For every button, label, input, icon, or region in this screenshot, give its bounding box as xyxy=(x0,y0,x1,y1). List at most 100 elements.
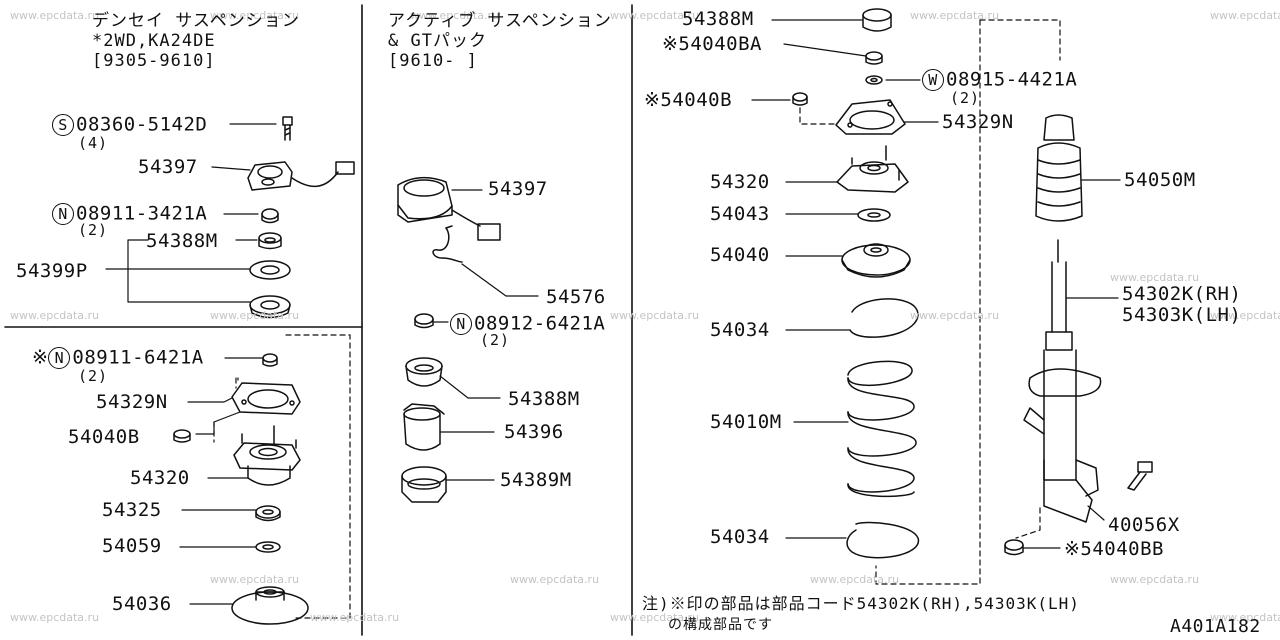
r-54040b-nut-drawing xyxy=(792,92,808,106)
watermark: www.epcdata.ru xyxy=(810,573,900,586)
lt-54388m-drawing xyxy=(258,232,282,250)
m-wire-drawing xyxy=(432,225,463,263)
lt-nut-drawing xyxy=(261,208,279,224)
watermark: www.epcdata.ru xyxy=(1210,611,1280,624)
part-number: 08911-3421A xyxy=(76,202,208,225)
footnote-line1: 注)※印の部品は部品コード54302K(RH),54303K(LH) xyxy=(642,594,1080,613)
m-actuator-drawing xyxy=(397,176,501,241)
watermark: www.epcdata.ru xyxy=(910,309,1000,322)
r-54043-drawing xyxy=(857,208,891,222)
diagram-code: A401A182 xyxy=(1170,616,1261,637)
callout-r-54040ba: ※54040BA xyxy=(662,33,762,55)
callout-m-54389m: 54389M xyxy=(500,469,572,491)
lt-header-line3: [9305-9610] xyxy=(92,51,216,71)
m-54389m-drawing xyxy=(401,466,447,503)
callout-r-54302k: 54302K(RH) xyxy=(1122,283,1242,305)
n-circle-icon: N xyxy=(52,203,74,225)
callout-r-54040bb: ※54040BB xyxy=(1064,538,1164,560)
lb-mount-drawing xyxy=(233,425,301,486)
lb-nut-drawing xyxy=(262,353,278,367)
callout-r-54050m: 54050M xyxy=(1124,169,1196,191)
r-strut-drawing xyxy=(1023,239,1102,523)
lb-54036-drawing xyxy=(231,586,309,625)
callout-m-54388m: 54388M xyxy=(508,388,580,410)
n-circle-icon: N xyxy=(48,347,71,369)
watermark: www.epcdata.ru xyxy=(10,9,100,22)
lb-plate-drawing xyxy=(231,382,301,415)
qty-label: (2) xyxy=(950,89,981,107)
lb-54325-drawing xyxy=(255,505,281,522)
watermark: www.epcdata.ru xyxy=(210,309,300,322)
callout-r-54388m: 54388M xyxy=(682,8,754,30)
footnote-line2: の構成部品です xyxy=(668,617,773,633)
qty-label: (2) xyxy=(78,367,109,385)
m-header-line3: [9610- ] xyxy=(388,51,478,71)
r-54034a-drawing xyxy=(849,298,919,338)
lb-54059-drawing xyxy=(255,541,281,553)
callout-r-40056x: 40056X xyxy=(1108,514,1180,536)
lb-leaders xyxy=(179,357,263,605)
watermark: www.epcdata.ru xyxy=(610,611,700,624)
r-dashed-brackets xyxy=(799,19,1061,585)
n-circle-icon: N xyxy=(450,313,472,335)
r-washer-drawing xyxy=(865,75,883,85)
part-number: 08912-6421A xyxy=(474,312,606,335)
s-circle-icon: S xyxy=(52,114,74,136)
watermark: www.epcdata.ru xyxy=(610,9,700,22)
lt-bolt-drawing xyxy=(282,116,293,141)
m-header-line1: アクティブ サスペンション xyxy=(388,11,612,31)
r-mount-drawing xyxy=(836,145,909,193)
callout-r-54043: 54043 xyxy=(710,203,770,225)
qty-label: (2) xyxy=(480,331,511,349)
qty-label: (2) xyxy=(78,221,109,239)
r-spring-drawing xyxy=(847,360,917,498)
callout-r-54034-lower: 54034 xyxy=(710,526,770,548)
lb-54040b-nut-drawing xyxy=(173,429,191,443)
watermark: www.epcdata.ru xyxy=(210,573,300,586)
r-leaders xyxy=(751,19,1121,549)
watermark: www.epcdata.ru xyxy=(1210,309,1280,322)
asterisk-mark: ※ xyxy=(32,346,49,369)
callout-r-54320: 54320 xyxy=(710,171,770,193)
watermark: www.epcdata.ru xyxy=(1110,573,1200,586)
m-leaders xyxy=(433,189,539,481)
m-54388m-drawing xyxy=(405,357,443,387)
lb-dashed-bracket xyxy=(213,334,351,619)
r-bumper-drawing xyxy=(1035,114,1083,222)
panel-dividers xyxy=(4,4,633,636)
lt-bushing-drawing xyxy=(249,295,291,319)
callout-r-54034-upper: 54034 xyxy=(710,319,770,341)
callout-r-54040b: ※54040B xyxy=(644,89,733,111)
lt-plate-drawing xyxy=(249,260,291,280)
callout-lb-54329n: 54329N xyxy=(96,391,168,413)
callout-lb-54325: 54325 xyxy=(102,499,162,521)
qty-label: (4) xyxy=(78,134,109,152)
r-nut-54040bb-drawing xyxy=(1004,539,1024,556)
callout-r-54010m: 54010M xyxy=(710,411,782,433)
w-circle-icon: W xyxy=(922,69,944,91)
callout-lb-54036: 54036 xyxy=(112,593,172,615)
part-number: 08360-5142D xyxy=(76,113,208,136)
watermark: www.epcdata.ru xyxy=(1210,9,1280,22)
r-54040-drawing xyxy=(841,243,911,278)
lt-leaders xyxy=(105,123,277,303)
callout-lt-54399p: 54399P xyxy=(16,260,88,282)
lt-header-line2: *2WD,KA24DE xyxy=(92,31,216,51)
watermark: www.epcdata.ru xyxy=(610,309,700,322)
r-54034b-drawing xyxy=(846,521,919,559)
callout-m-54397: 54397 xyxy=(488,178,548,200)
m-54396-drawing xyxy=(403,403,445,451)
callout-r-54329n: 54329N xyxy=(942,111,1014,133)
callout-r-54040: 54040 xyxy=(710,244,770,266)
lt-actuator-drawing xyxy=(247,161,355,191)
callout-lt-54388m: 54388M xyxy=(146,230,218,252)
callout-r-54303k: 54303K(LH) xyxy=(1122,304,1242,326)
r-plate-drawing xyxy=(835,99,906,135)
watermark: www.epcdata.ru xyxy=(10,611,100,624)
watermark: www.epcdata.ru xyxy=(210,9,300,22)
watermark: www.epcdata.ru xyxy=(10,309,100,322)
r-bolt-40056x-drawing xyxy=(1127,461,1153,491)
